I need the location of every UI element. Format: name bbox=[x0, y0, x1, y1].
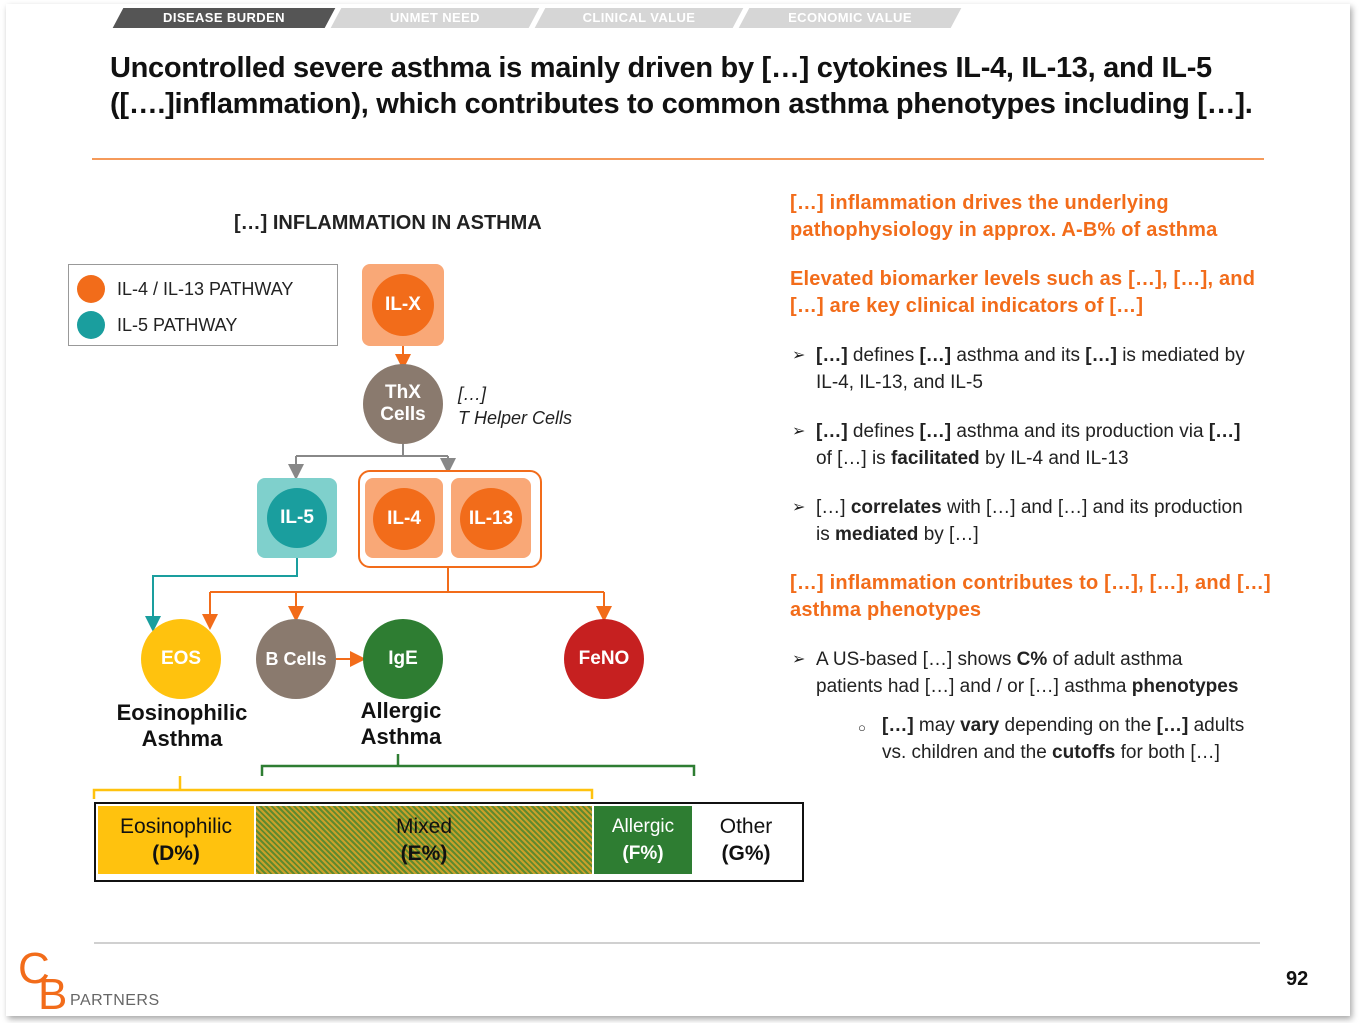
orange-dot-icon bbox=[77, 275, 105, 303]
bullet-3: ➢ […] correlates with […] and […] and it… bbox=[792, 494, 1342, 548]
eos-node: EOS bbox=[141, 619, 221, 699]
page-number: 92 bbox=[1286, 968, 1309, 990]
thx-line1: ThX bbox=[385, 382, 421, 403]
diagram-title: […] INFLAMMATION IN ASTHMA bbox=[234, 212, 542, 234]
phenotype-bar: Eosinophilic (D%) Mixed (E%) Allergic (F… bbox=[94, 802, 804, 882]
heading2-line2: […] are key clinical indicators of […] bbox=[790, 295, 1144, 317]
arrow-bullet-icon: ➢ bbox=[792, 651, 806, 668]
footer-divider bbox=[94, 942, 1260, 944]
bullet-2: ➢ […] defines […] asthma and its product… bbox=[792, 418, 1342, 472]
heading-phenotypes: […] inflammation contributes to […], […]… bbox=[790, 570, 1271, 624]
arrow-bullet-icon: ➢ bbox=[792, 347, 806, 364]
thx-cells-node: ThX Cells bbox=[363, 364, 443, 444]
legend: IL-4 / IL-13 PATHWAY IL-5 PATHWAY bbox=[68, 264, 338, 346]
feno-node: FeNO bbox=[564, 619, 644, 699]
allergic-label-line2: Asthma bbox=[360, 724, 442, 749]
sub-bullet: ○ […] may vary depending on the […] adul… bbox=[858, 715, 1245, 763]
il13-node: IL-13 bbox=[460, 488, 522, 550]
arrow-bullet-icon: ➢ bbox=[792, 423, 806, 440]
eosinophilic-label-line1: Eosinophilic bbox=[116, 700, 248, 725]
b-cells-node: B Cells bbox=[256, 619, 336, 699]
eosinophilic-label-line2: Asthma bbox=[141, 726, 223, 751]
heading-biomarkers: Elevated biomarker levels such as […], [… bbox=[790, 266, 1255, 320]
il4-node: IL-4 bbox=[373, 488, 435, 550]
t-helper-note-line2: T Helper Cells bbox=[458, 408, 573, 428]
teal-dot-icon bbox=[77, 311, 105, 339]
diagram-connectors bbox=[92, 344, 696, 799]
legend-item-il4-il13: IL-4 / IL-13 PATHWAY bbox=[77, 275, 293, 303]
segment-label: Other bbox=[719, 815, 773, 838]
ige-node: IgE bbox=[363, 619, 443, 699]
legend-label: IL-4 / IL-13 PATHWAY bbox=[117, 278, 294, 299]
thx-line2: Cells bbox=[380, 404, 426, 425]
bullet-4: ➢ A US-based […] shows C% of adult asthm… bbox=[792, 646, 1342, 700]
bullet-1: ➢ […] defines […] asthma and its […] is … bbox=[792, 342, 1342, 396]
segment-allergic: Allergic (F%) bbox=[594, 806, 692, 874]
heading2-line1: Elevated biomarker levels such as […], [… bbox=[790, 268, 1256, 290]
heading1-line1: […] inflammation drives the underlying bbox=[790, 192, 1169, 214]
t-helper-note: […] T Helper Cells bbox=[458, 382, 572, 430]
segment-label: Eosinophilic bbox=[119, 815, 233, 838]
allergic-label-line1: Allergic bbox=[360, 698, 442, 723]
legend-label: IL-5 PATHWAY bbox=[117, 314, 238, 335]
segment-label: Mixed bbox=[395, 815, 453, 838]
segment-value: (G%) bbox=[721, 842, 771, 865]
heading1-line2: pathophysiology in approx. A-B% of asthm… bbox=[790, 219, 1218, 241]
segment-value: (E%) bbox=[400, 842, 448, 865]
circle-bullet-icon: ○ bbox=[858, 720, 866, 735]
segment-value: (F%) bbox=[622, 843, 664, 864]
ilx-node: IL-X bbox=[372, 274, 434, 336]
allergic-asthma-label: Allergic Asthma bbox=[336, 698, 466, 750]
heading3-line1: […] inflammation contributes to […], […]… bbox=[790, 572, 1271, 594]
legend-item-il5: IL-5 PATHWAY bbox=[77, 311, 237, 339]
segment-other: Other (G%) bbox=[694, 806, 798, 874]
heading-pathophysiology: […] inflammation drives the underlying p… bbox=[790, 190, 1218, 244]
segment-label: Allergic bbox=[611, 816, 675, 837]
segment-mixed: Mixed (E%) bbox=[256, 806, 592, 874]
segment-value: (D%) bbox=[152, 842, 200, 865]
title-divider bbox=[92, 158, 1264, 160]
heading3-line2: asthma phenotypes bbox=[790, 599, 982, 621]
arrow-bullet-icon: ➢ bbox=[792, 499, 806, 516]
bullet-1-line2: IL-4, IL-13, and IL-5 bbox=[816, 372, 983, 393]
t-helper-note-line1: […] bbox=[458, 384, 487, 404]
il5-node: IL-5 bbox=[267, 488, 327, 548]
segment-eosinophilic: Eosinophilic (D%) bbox=[98, 806, 254, 874]
eosinophilic-asthma-label: Eosinophilic Asthma bbox=[112, 700, 252, 752]
slide-title: Uncontrolled severe asthma is mainly dri… bbox=[110, 52, 1253, 120]
slide: DISEASE BURDEN UNMET NEED CLINICAL VALUE… bbox=[6, 4, 1350, 1019]
